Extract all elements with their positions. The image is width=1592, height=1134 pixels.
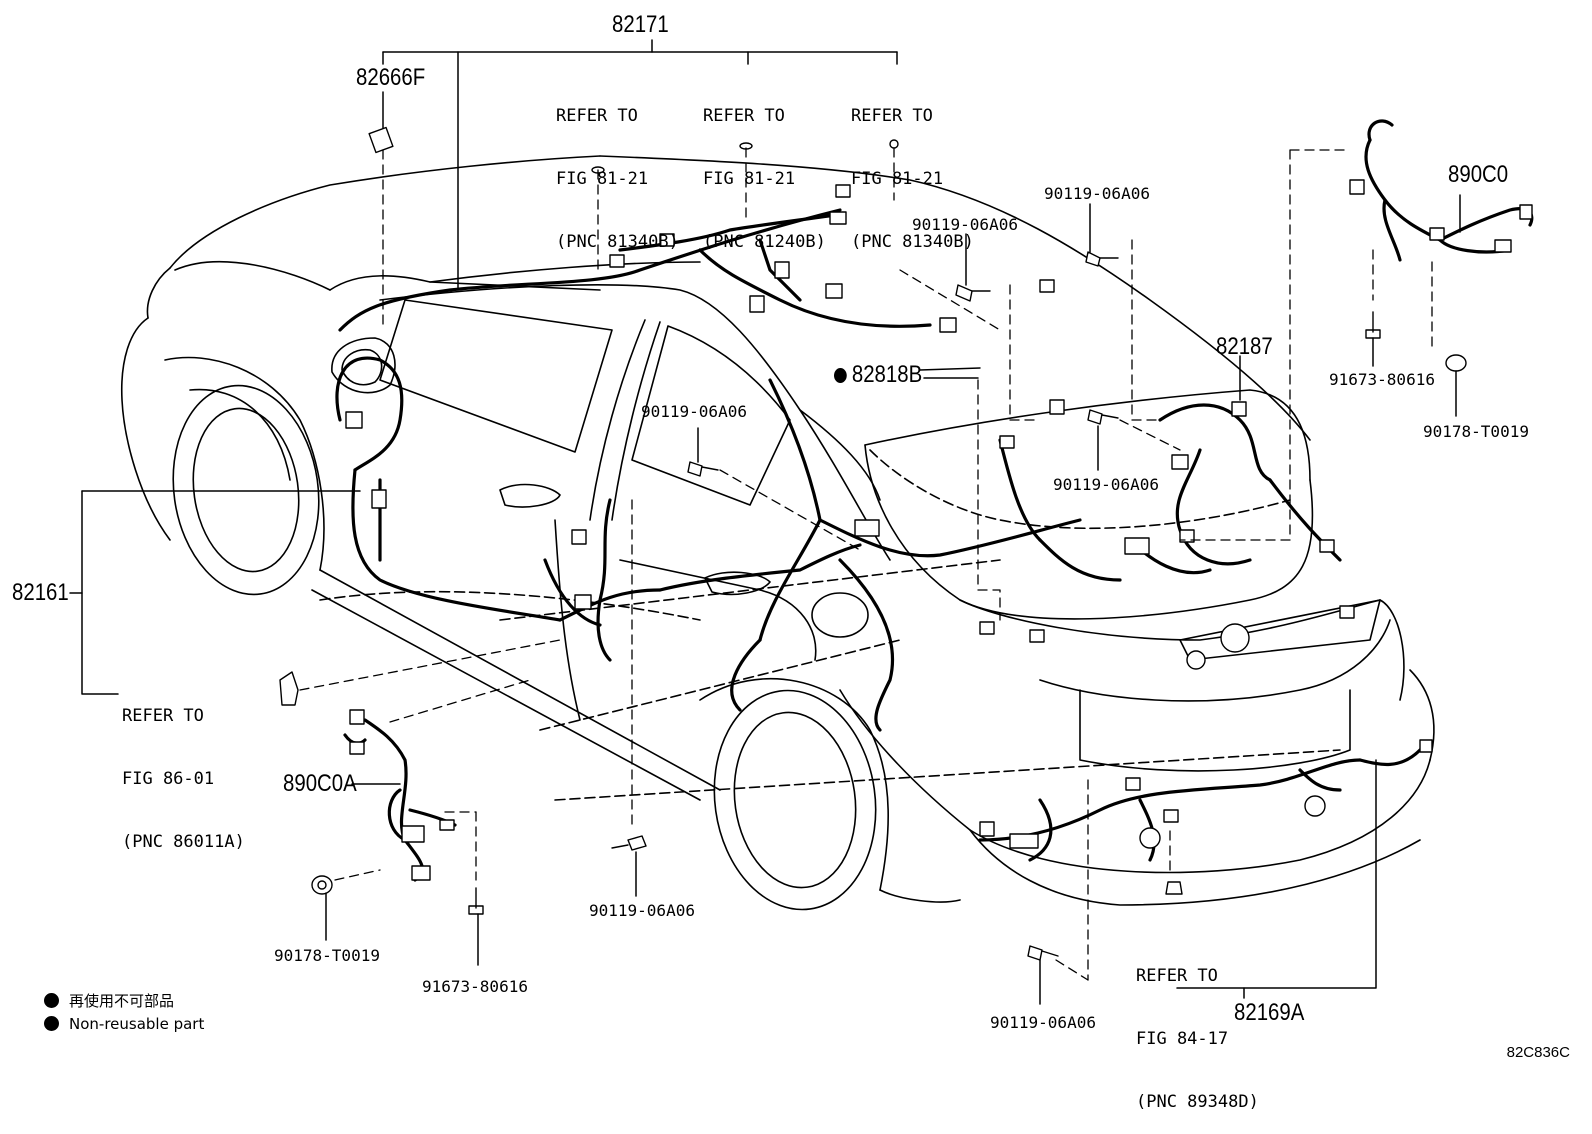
refer-line: FIG 86-01 [122, 769, 215, 789]
refer-line: FIG 81-21 [703, 169, 796, 189]
refer-fig-84-17: REFER TO FIG 84-17 (PNC 89348D) [1136, 924, 1259, 1134]
label-82169A: 82169A [1234, 999, 1305, 1026]
figure-id: 82C836C [1506, 1044, 1570, 1061]
label-90119-center-right: 90119-06A06 [1053, 475, 1159, 494]
label-90119-top-mid: 90119-06A06 [912, 215, 1018, 234]
connectors [279, 126, 1533, 881]
label-90119-bottom-right: 90119-06A06 [990, 1013, 1096, 1032]
refer-line: FIG 81-21 [851, 169, 944, 189]
refer-line: (PNC 81240B) [703, 232, 826, 252]
label-90178-left: 90178-T0019 [274, 946, 380, 965]
refer-line: REFER TO [556, 106, 638, 126]
label-90119-center-left: 90119-06A06 [641, 402, 747, 421]
refer-line: (PNC 81340B) [851, 232, 974, 252]
refer-line: FIG 84-17 [1136, 1029, 1229, 1049]
legend-dot [44, 993, 59, 1008]
label-890C0: 890C0 [1448, 161, 1509, 188]
label-890C0A: 890C0A [283, 770, 357, 797]
legend-row-english: Non-reusable part [44, 1015, 204, 1040]
label-91673-left: 91673-80616 [422, 977, 528, 996]
refer-fig-81-21-b: REFER TO FIG 81-21 (PNC 81240B) [703, 64, 826, 274]
label-90119-bottom-center: 90119-06A06 [589, 901, 695, 920]
label-82171: 82171 [612, 11, 669, 38]
refer-line: REFER TO [122, 706, 204, 726]
refer-line: REFER TO [703, 106, 785, 126]
refer-line: (PNC 81340B) [556, 232, 679, 252]
legend-english-text: Non-reusable part [69, 1015, 205, 1033]
label-90178-right: 90178-T0019 [1423, 422, 1529, 441]
parts-diagram: 82171 82666F REFER TO FIG 81-21 (PNC 813… [12, 11, 1570, 1113]
refer-fig-81-21-a: REFER TO FIG 81-21 (PNC 81340B) [556, 64, 679, 274]
refer-fig-86-01: REFER TO FIG 86-01 (PNC 86011A) [122, 664, 245, 874]
refer-line: (PNC 89348D) [1136, 1092, 1259, 1112]
label-82187: 82187 [1216, 333, 1273, 360]
fasteners [311, 139, 1467, 961]
dashed-leaders [299, 147, 1433, 981]
label-82666F: 82666F [356, 64, 426, 91]
label-82161: 82161 [12, 579, 69, 606]
solid-leaders [69, 39, 1461, 1005]
refer-line: REFER TO [1136, 966, 1218, 986]
refer-line: FIG 81-21 [556, 169, 649, 189]
refer-fig-81-21-c: REFER TO FIG 81-21 (PNC 81340B) [851, 64, 974, 274]
label-82818B-text: 82818B [851, 361, 923, 388]
car-wiring-drawing [69, 39, 1534, 1005]
refer-line: (PNC 86011A) [122, 832, 245, 852]
refer-line: REFER TO [851, 106, 933, 126]
legend-row-japanese: 再使用不可部品 [44, 990, 204, 1015]
non-reusable-mark [834, 368, 847, 383]
label-91673-right: 91673-80616 [1329, 370, 1435, 389]
legend: 再使用不可部品 Non-reusable part [44, 990, 204, 1040]
legend-dot [44, 1016, 59, 1031]
legend-japanese-text: 再使用不可部品 [69, 992, 175, 1010]
label-90119-top-right: 90119-06A06 [1044, 184, 1150, 203]
label-82818B: 82818B [834, 361, 923, 388]
